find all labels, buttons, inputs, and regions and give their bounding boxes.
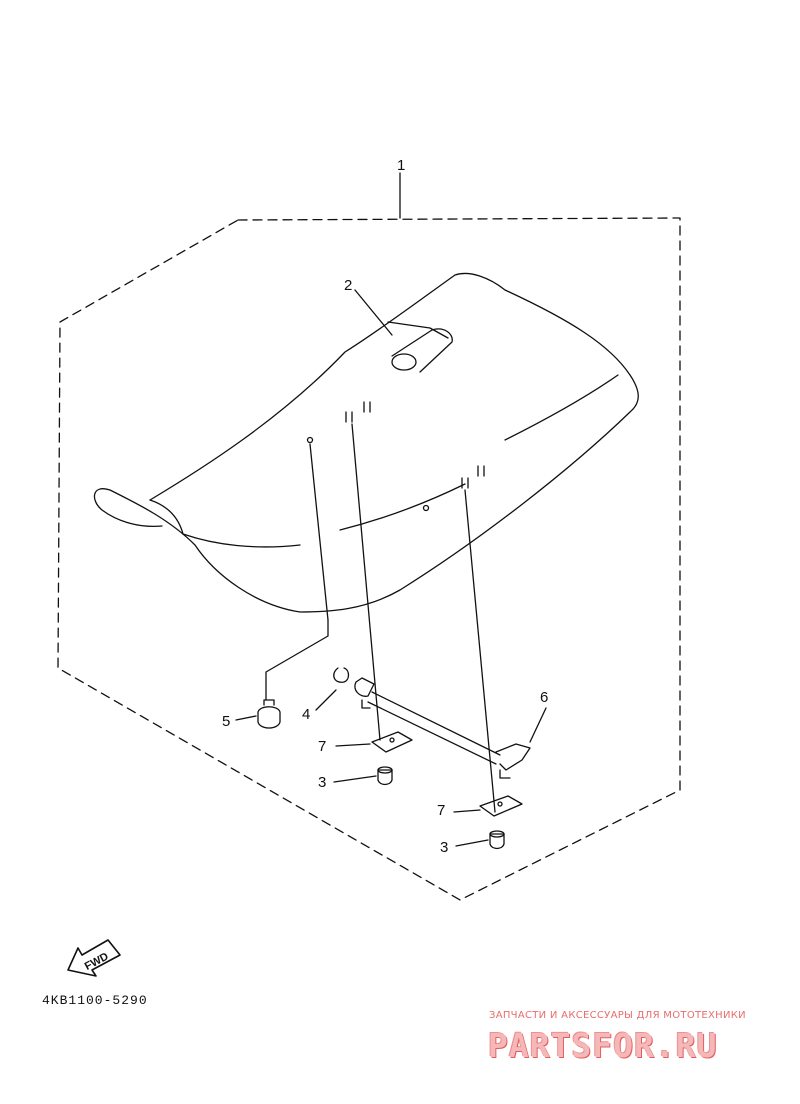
part-6-bracket [354, 677, 547, 779]
callout-3-upper: 3 [318, 774, 327, 791]
part-7-plate-upper [335, 731, 413, 753]
assembly-boundary [57, 217, 681, 901]
callout-7-upper: 7 [318, 738, 327, 755]
callout-3-lower: 3 [440, 839, 449, 856]
callout-5: 5 [222, 713, 231, 730]
callout-1: 1 [397, 157, 406, 174]
watermark-tagline: ЗАПЧАСТИ И АКСЕССУАРЫ ДЛЯ МОТОТЕХНИКИ [489, 1010, 746, 1021]
part-5-stopper [235, 619, 329, 729]
watermark-logo: PARTSFOR.RU [488, 1026, 718, 1065]
part-code: 4KB1100-5290 [42, 993, 148, 1008]
fwd-label: FWD [83, 950, 111, 972]
part-3-nut-lower [455, 830, 505, 850]
callout-6: 6 [540, 689, 549, 706]
callout-2: 2 [344, 277, 353, 294]
part-7-plate-lower [453, 795, 523, 817]
seat [93, 272, 639, 613]
fwd-arrow-icon [67, 939, 121, 977]
callout-4: 4 [302, 706, 311, 723]
part-2-strap [354, 289, 453, 373]
part-3-nut-upper [333, 766, 393, 786]
part-4-clip [315, 667, 350, 711]
callout-7-lower: 7 [437, 802, 446, 819]
